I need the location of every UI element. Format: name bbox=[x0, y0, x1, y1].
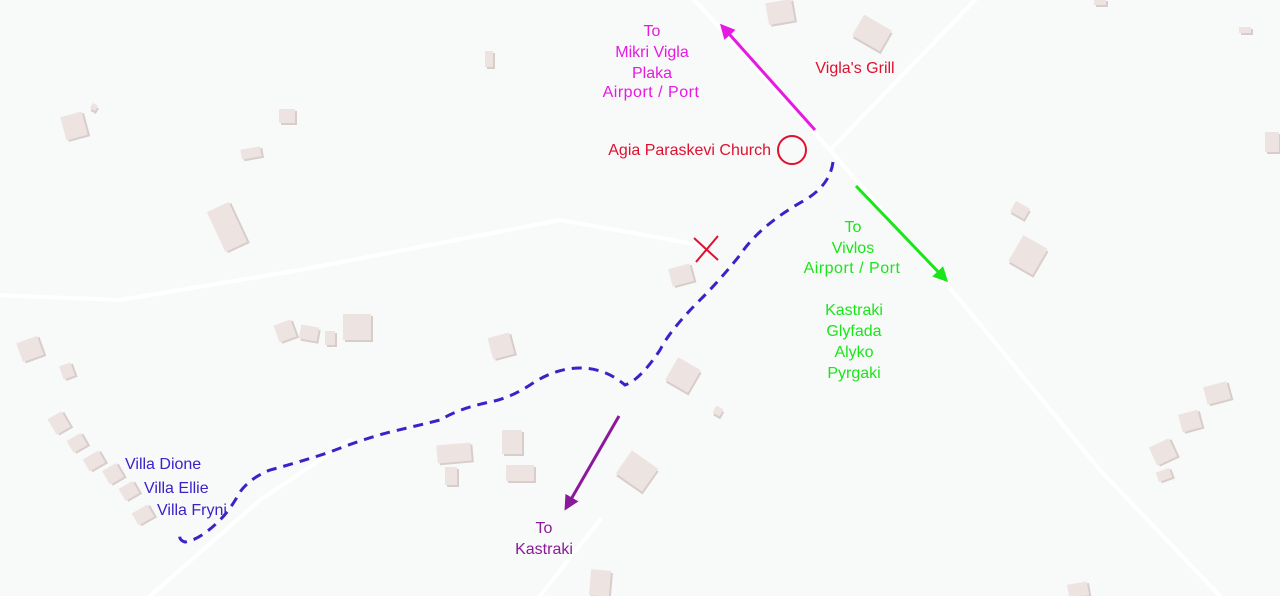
north-to: To bbox=[644, 23, 661, 40]
road-west bbox=[0, 217, 702, 303]
east-airport-port: Airport / Port bbox=[804, 260, 901, 277]
road-northeast bbox=[828, 0, 978, 152]
building bbox=[240, 146, 262, 160]
building bbox=[506, 465, 534, 481]
north-airport-port: Airport / Port bbox=[603, 84, 700, 101]
building bbox=[1203, 381, 1231, 405]
arrow-east bbox=[854, 184, 949, 283]
arrow-north bbox=[720, 23, 817, 131]
building bbox=[89, 102, 99, 112]
building bbox=[588, 569, 612, 596]
building bbox=[298, 324, 320, 342]
south-kastraki: Kastraki bbox=[515, 541, 573, 558]
building bbox=[615, 450, 659, 492]
building bbox=[1239, 27, 1251, 33]
place-glyfada: Glyfada bbox=[826, 323, 881, 340]
building bbox=[1010, 200, 1030, 220]
villa-ellie: Villa Ellie bbox=[144, 480, 209, 497]
building bbox=[131, 504, 155, 526]
place-kastraki: Kastraki bbox=[825, 302, 883, 319]
building bbox=[436, 442, 472, 464]
building bbox=[102, 463, 124, 485]
east-vivlos: Vivlos bbox=[832, 240, 874, 257]
roads bbox=[0, 0, 1220, 596]
walking-route bbox=[178, 161, 835, 544]
building bbox=[445, 467, 457, 485]
building bbox=[1148, 438, 1178, 466]
building bbox=[82, 450, 106, 472]
road-south bbox=[148, 438, 352, 596]
east-places-labels: Kastraki Glyfada Alyko Pyrgaki bbox=[825, 302, 883, 382]
building bbox=[47, 411, 71, 435]
building bbox=[765, 0, 795, 26]
north-plaka: Plaka bbox=[632, 65, 672, 82]
x-marker-icon[interactable] bbox=[693, 235, 719, 263]
road-main-diagonal bbox=[691, 0, 1222, 596]
north-mikri-vigla: Mikri Vigla bbox=[615, 44, 689, 61]
building bbox=[325, 331, 335, 345]
building bbox=[487, 332, 515, 360]
building bbox=[1008, 235, 1048, 275]
building bbox=[1094, 0, 1106, 5]
vigla-grill-label[interactable]: Vigla's Grill bbox=[815, 60, 894, 77]
building bbox=[665, 357, 701, 393]
building bbox=[206, 201, 248, 253]
church-label[interactable]: Agia Paraskevi Church bbox=[608, 142, 771, 159]
building bbox=[1155, 467, 1173, 483]
building bbox=[16, 335, 44, 363]
building bbox=[279, 109, 295, 123]
south-to: To bbox=[536, 520, 553, 537]
building bbox=[66, 432, 88, 454]
building bbox=[1066, 581, 1090, 596]
building bbox=[118, 480, 140, 502]
road-south-2 bbox=[538, 518, 602, 596]
building bbox=[485, 51, 493, 67]
building bbox=[502, 430, 522, 454]
building bbox=[1178, 409, 1202, 433]
building bbox=[1265, 132, 1279, 152]
villa-labels: Villa Dione Villa Ellie Villa Fryni bbox=[125, 456, 227, 519]
building bbox=[668, 263, 694, 287]
building bbox=[712, 405, 724, 417]
circle-marker-icon[interactable] bbox=[777, 135, 807, 165]
east-direction-labels: To Vivlos Airport / Port bbox=[804, 219, 901, 277]
place-alyko: Alyko bbox=[834, 344, 873, 361]
place-pyrgaki: Pyrgaki bbox=[827, 365, 880, 382]
arrow-south bbox=[564, 415, 621, 511]
building bbox=[852, 14, 892, 52]
building bbox=[58, 362, 76, 380]
north-direction-labels: To Mikri Vigla Plaka Airport / Port bbox=[603, 23, 700, 101]
building bbox=[343, 314, 371, 340]
building bbox=[60, 111, 88, 141]
villa-dione: Villa Dione bbox=[125, 456, 201, 473]
building bbox=[273, 319, 297, 343]
south-direction-labels: To Kastraki bbox=[515, 520, 573, 558]
east-to: To bbox=[845, 219, 862, 236]
villa-fryni: Villa Fryni bbox=[157, 502, 227, 519]
